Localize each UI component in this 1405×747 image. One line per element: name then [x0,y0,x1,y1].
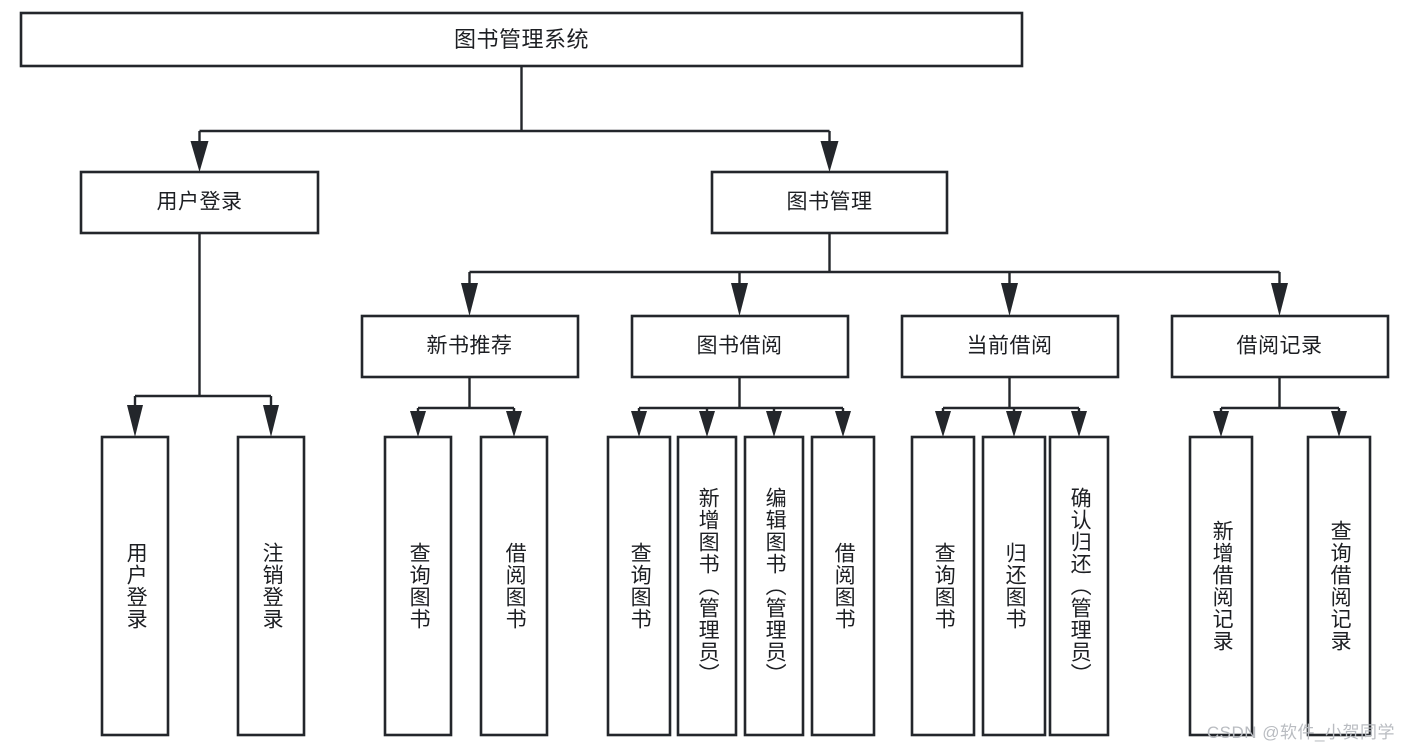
node-book-borrow-label: 图书借阅 [697,335,783,358]
connector-group-current-borrow [935,377,1087,437]
node-current-borrow-label: 当前借阅 [967,335,1053,358]
node-book-manage-label: 图书管理 [787,191,873,214]
csdn-watermark: CSDN @软件_小贺同学 [1206,723,1395,742]
leaf-edit-book-box[interactable] [743,435,805,737]
node-current-borrow-box[interactable] [900,314,1120,379]
node-root[interactable]: 图书管理系统 [19,11,1024,68]
node-book-manage-box[interactable] [710,170,949,235]
connector-group-new-book-rec [410,377,522,437]
leaf-box-group [100,435,1372,737]
node-book-borrow-box[interactable] [630,314,850,379]
arrowhead-current-borrow [1001,283,1018,316]
node-borrow-record[interactable]: 借阅记录 [1170,314,1390,379]
leaf-logout-login-box[interactable] [236,435,306,737]
arrowhead-leaf-edit-book [766,411,782,437]
node-new-book-rec-box[interactable] [360,314,580,379]
node-borrow-record-box[interactable] [1170,314,1390,379]
leaf-query-book-1-box[interactable] [383,435,453,737]
node-current-borrow[interactable]: 当前借阅 [900,314,1120,379]
arrowhead-book-borrow [731,283,748,316]
leaf-add-book-box[interactable] [676,435,738,737]
arrowhead-leaf-confirm-return [1071,411,1087,437]
node-user-login-box[interactable] [79,170,320,235]
node-book-borrow[interactable]: 图书借阅 [630,314,850,379]
node-user-login[interactable]: 用户登录 [79,170,320,235]
arrowhead-leaf-query-book-2 [631,411,647,437]
arrowhead-leaf-borrow-book-1 [506,411,522,437]
arrowhead-leaf-query-book-3 [935,411,951,437]
node-new-book-rec-label: 新书推荐 [427,335,513,358]
leaf-confirm-return-box[interactable] [1048,435,1110,737]
arrowhead-borrow-record [1271,283,1288,316]
arrowhead-user-login [190,141,209,172]
node-new-book-rec[interactable]: 新书推荐 [360,314,580,379]
arrowhead-leaf-add-record [1213,411,1229,437]
arrowhead-leaf-user-login [127,405,143,437]
connector-group-borrow-record [1213,377,1347,437]
arrowhead-leaf-return-book [1006,411,1022,437]
arrowhead-leaf-query-book-1 [410,411,426,437]
connector-group-user-login [127,233,279,437]
leaf-query-record-box[interactable] [1306,435,1372,737]
connector-group-root [190,66,839,172]
connector-group-book-borrow [631,377,851,437]
node-root-label: 图书管理系统 [454,27,589,52]
leaf-query-book-2-box[interactable] [606,435,672,737]
leaf-return-book-box[interactable] [981,435,1047,737]
arrowhead-leaf-logout-login [263,405,279,437]
leaf-query-book-3-box[interactable] [910,435,976,737]
arrowhead-leaf-add-book [699,411,715,437]
node-root-box[interactable] [19,11,1024,68]
arrowhead-leaf-borrow-book-2 [835,411,851,437]
arrowhead-new-book-rec [461,283,478,316]
leaf-add-record-box[interactable] [1188,435,1254,737]
leaf-user-login-box[interactable] [100,435,170,737]
leaf-borrow-book-1-box[interactable] [479,435,549,737]
connector-group-book-manage [461,233,1288,316]
node-book-manage[interactable]: 图书管理 [710,170,949,235]
node-borrow-record-label: 借阅记录 [1237,335,1323,358]
leaf-borrow-book-2-box[interactable] [810,435,876,737]
node-user-login-label: 用户登录 [157,191,243,214]
arrowhead-book-manage [820,141,839,172]
arrowhead-leaf-query-record [1331,411,1347,437]
